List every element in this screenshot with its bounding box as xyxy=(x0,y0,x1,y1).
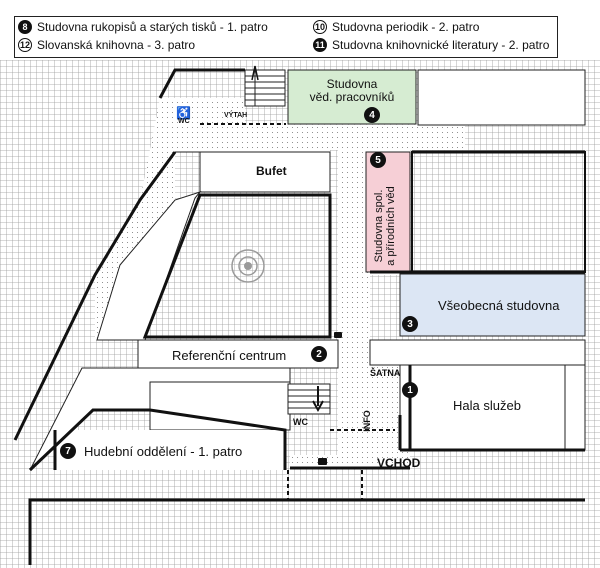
bufet-label: Bufet xyxy=(256,164,287,178)
phone-bottom-icon xyxy=(318,458,327,465)
hudebni-label: Hudební oddělení - 1. patro xyxy=(84,444,243,459)
vedecka-line1: Studovna xyxy=(326,77,378,91)
satna-strip xyxy=(369,339,586,366)
vedecka-line2: věd. pracovníků xyxy=(309,90,395,104)
stairs-bottom-icon xyxy=(287,383,331,415)
room-number-3: 3 xyxy=(402,316,418,332)
phone-icon xyxy=(334,332,342,338)
courtyard xyxy=(142,193,332,339)
room-number-2: 2 xyxy=(311,346,327,362)
bufet-room xyxy=(175,151,331,193)
legend-badge: 11 xyxy=(313,38,327,52)
entrance-label: VCHOD xyxy=(377,456,421,470)
room-number-4: 4 xyxy=(364,107,380,123)
legend: 8 Studovna rukopisů a starých tisků - 1.… xyxy=(14,16,558,58)
vedecka-studovna-room xyxy=(287,69,417,125)
west-wing xyxy=(96,191,202,341)
legend-text: Slovanská knihovna - 3. patro xyxy=(37,38,196,52)
entrance-doors[interactable] xyxy=(200,123,395,500)
hudebni-upper xyxy=(149,381,291,431)
spolecenske-line2: a přírodních věd xyxy=(385,186,397,266)
vytah-label: VÝTAH xyxy=(224,112,248,119)
legend-badge: 10 xyxy=(313,20,327,34)
legend-item-12: 12 Slovanská knihovna - 3. patro xyxy=(18,38,195,52)
fountain-icon xyxy=(231,249,265,283)
legend-badge: 8 xyxy=(18,20,32,34)
hala-side xyxy=(564,364,586,451)
hala-label: Hala služeb xyxy=(453,398,521,413)
legend-text: Studovna rukopisů a starých tisků - 1. p… xyxy=(37,20,268,34)
legend-text: Studovna knihovnické literatury - 2. pat… xyxy=(332,38,550,52)
legend-item-11: 11 Studovna knihovnické literatury - 2. … xyxy=(313,38,549,52)
legend-item-10: 10 Studovna periodik - 2. patro xyxy=(313,20,479,34)
spolecenske-studovna-room xyxy=(365,151,411,273)
vseobecna-studovna-room xyxy=(399,273,586,337)
legend-text: Studovna periodik - 2. patro xyxy=(332,20,480,34)
north-east-block xyxy=(417,69,586,126)
room-number-7: 7 xyxy=(60,443,76,459)
info-label: INFO xyxy=(361,410,372,432)
referencni-room xyxy=(137,339,339,369)
legend-item-8: 8 Studovna rukopisů a starých tisků - 1.… xyxy=(18,20,268,34)
legend-badge: 12 xyxy=(18,38,32,52)
spolecenske-label: Studovna spol. a přírodních věd xyxy=(373,166,397,286)
spolecenske-line1: Studovna spol. xyxy=(373,189,385,263)
east-block xyxy=(411,151,586,273)
hudebni-area xyxy=(55,430,285,470)
wheelchair-icon: ♿ xyxy=(176,106,191,120)
wc-top-label: WC xyxy=(178,118,190,125)
vseobecna-label: Všeobecná studovna xyxy=(438,298,560,313)
vedecka-label: Studovna věd. pracovníků xyxy=(300,78,404,104)
referencni-label: Referenční centrum xyxy=(172,348,287,363)
room-number-5: 5 xyxy=(370,152,386,168)
room-number-1: 1 xyxy=(402,382,418,398)
satna-label: ŠATNA xyxy=(370,368,401,378)
wc-bottom-label: WC xyxy=(293,417,308,427)
outer-walls xyxy=(13,68,585,565)
stairs-icon xyxy=(244,65,286,107)
